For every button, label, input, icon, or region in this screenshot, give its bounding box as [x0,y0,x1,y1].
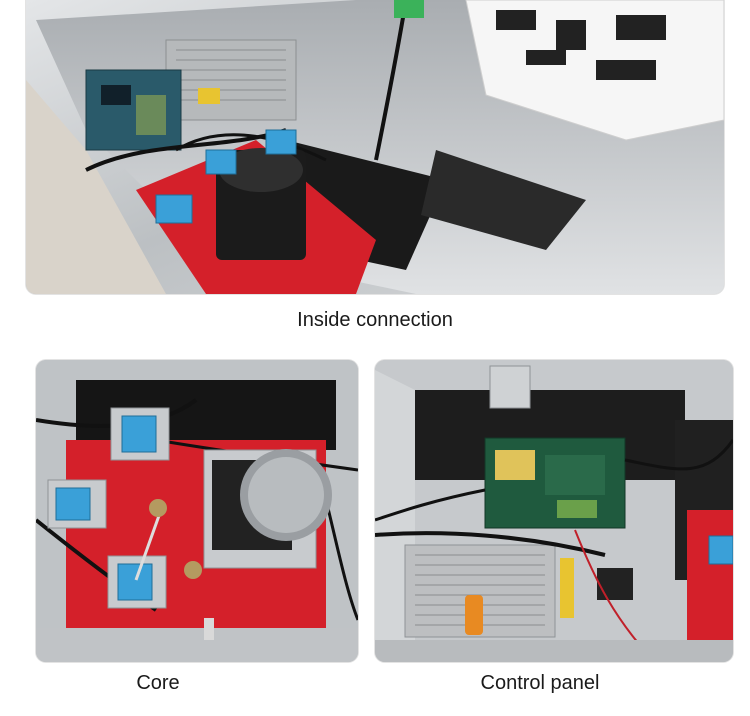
photo-core [36,360,358,662]
caption-inside-connection: Inside connection [297,309,453,331]
photo-inside-connection [26,0,724,294]
photo-inside-connection-image [26,0,724,294]
photo-core-image [36,360,358,662]
caption-core: Core [136,672,180,694]
photo-control-panel [375,360,733,662]
caption-control-panel: Control panel [480,672,600,694]
photo-control-panel-image [375,360,733,662]
